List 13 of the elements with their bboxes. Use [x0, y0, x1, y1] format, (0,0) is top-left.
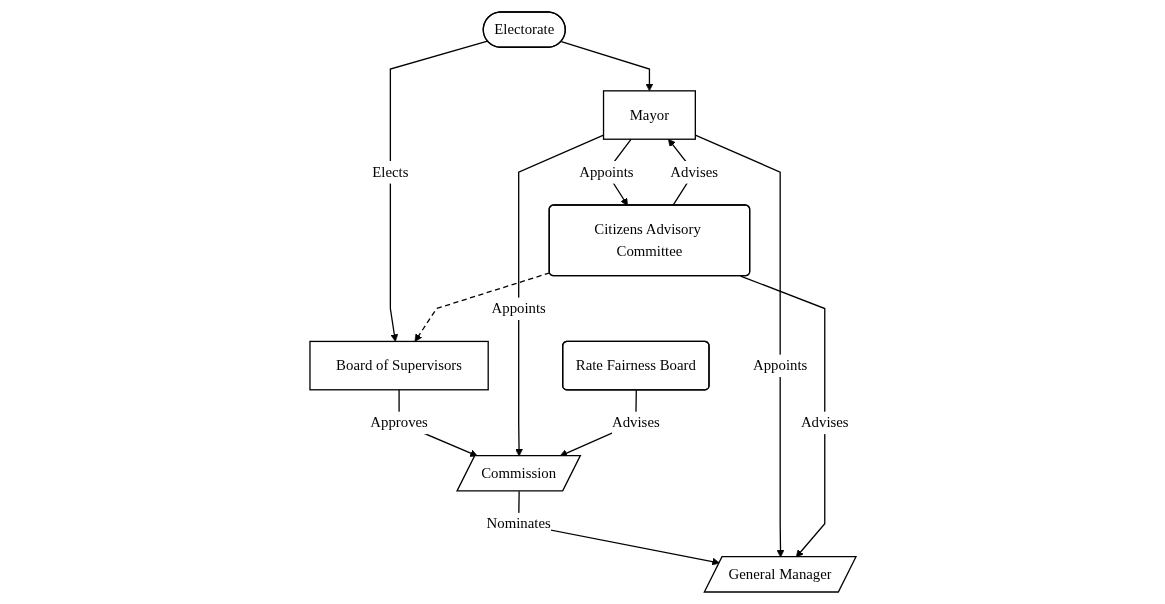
arrow	[560, 40, 653, 92]
node-box: Board of Supervisors	[308, 340, 489, 391]
edge-label: Advises	[611, 414, 660, 431]
edge-label: Approves	[369, 414, 428, 431]
edge-label: Nominates	[486, 515, 551, 532]
edge-label: Appoints	[578, 163, 634, 181]
edge-label: Elects	[371, 163, 408, 181]
edge-label: Appoints	[752, 357, 807, 374]
edge-label: Advises	[800, 414, 849, 431]
edge-label: Advises	[669, 163, 718, 181]
edge-label: Appoints	[491, 300, 546, 317]
node-box: Mayor	[602, 90, 696, 140]
arrow	[414, 272, 550, 342]
